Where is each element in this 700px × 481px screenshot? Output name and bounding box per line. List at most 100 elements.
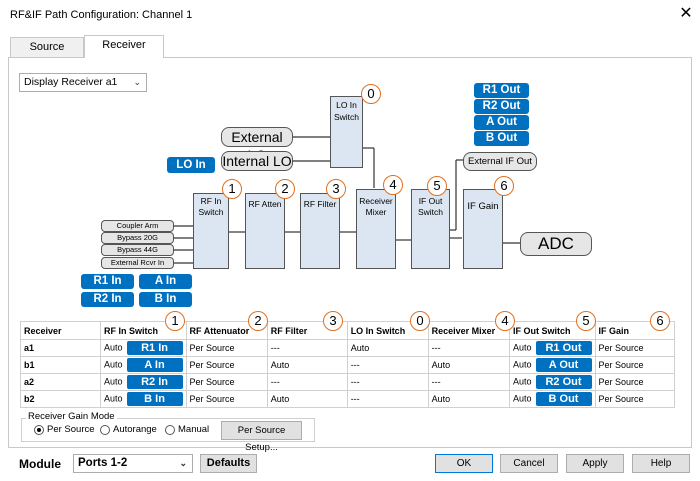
atten-cell[interactable]: Per Source: [185, 356, 268, 374]
col-number-lo-in: 0: [410, 311, 430, 331]
input-coupler-arm[interactable]: Coupler Arm: [101, 220, 174, 232]
atten-cell[interactable]: Per Source: [185, 390, 268, 408]
if-out-switch-label-1: IF Out: [418, 196, 443, 206]
gain-mode-group: [21, 418, 315, 442]
radio-manual[interactable]: [165, 425, 175, 435]
atten-cell[interactable]: Per Source: [185, 339, 268, 357]
module-select-value: Ports 1-2: [78, 457, 128, 469]
rf-atten-label: RF Atten: [248, 199, 282, 209]
col-number-rf-atten: 2: [248, 311, 268, 331]
radio-manual-label: Manual: [178, 424, 210, 435]
lo-in-switch-label-1: LO In: [336, 100, 357, 110]
filter-cell[interactable]: ---: [266, 373, 348, 391]
col-number-if-gain: 6: [650, 311, 670, 331]
rf-in-value: Auto: [104, 342, 123, 353]
lo-in-cell[interactable]: ---: [346, 373, 429, 391]
if-out-tag: R2 Out: [535, 375, 592, 389]
apply-button[interactable]: Apply: [566, 454, 624, 473]
rf-atten-block[interactable]: [245, 193, 285, 269]
rf-in-switch-number: 1: [222, 179, 242, 199]
if-gain-block[interactable]: [463, 189, 503, 269]
radio-autorange[interactable]: [100, 425, 110, 435]
rf-in-tag: R1 In: [126, 341, 183, 355]
tab-receiver[interactable]: Receiver: [84, 35, 164, 58]
filter-cell[interactable]: ---: [266, 339, 348, 357]
mixer-cell[interactable]: Auto: [427, 356, 510, 374]
if-out-tag: R1 Out: [535, 341, 592, 355]
module-select[interactable]: Ports 1-2 ⌄: [73, 454, 193, 473]
lo-in-cell[interactable]: ---: [346, 356, 429, 374]
input-tag-a: A In: [139, 274, 192, 289]
receiver-mixer-block[interactable]: [356, 189, 396, 269]
if-gain-cell[interactable]: Per Source: [594, 390, 675, 408]
if-out-switch-label-2: Switch: [417, 207, 444, 217]
rf-in-switch-label-1: RF In: [200, 196, 222, 206]
input-external-rcvr-in[interactable]: External Rcvr In: [101, 257, 174, 269]
defaults-button[interactable]: Defaults: [200, 454, 257, 473]
rf-in-value: Auto: [104, 393, 123, 404]
if-gain-cell[interactable]: Per Source: [594, 373, 675, 391]
per-source-setup-button[interactable]: Per Source Setup...: [221, 421, 302, 453]
col-header-receiver-mixer: Receiver Mixer: [427, 321, 510, 340]
if-gain-number: 6: [494, 176, 514, 196]
title-bar: [0, 0, 700, 30]
module-label: Module: [19, 457, 61, 471]
rf-in-switch-label-2: Switch: [198, 207, 224, 217]
lo-in-switch-number: 0: [361, 84, 381, 104]
radio-per-source[interactable]: [34, 425, 44, 435]
receiver-mixer-label-2: Mixer: [365, 207, 387, 217]
filter-cell[interactable]: Auto: [266, 356, 348, 374]
lo-in-cell[interactable]: ---: [346, 390, 429, 408]
radio-per-source-label: Per Source: [47, 424, 95, 435]
input-bypass-20g[interactable]: Bypass 20G: [101, 232, 174, 244]
if-out-switch-block[interactable]: [411, 189, 450, 269]
rf-filter-block[interactable]: [300, 193, 340, 269]
internal-lo-button[interactable]: Internal LO: [221, 151, 293, 171]
help-button[interactable]: Help: [632, 454, 690, 473]
lo-in-switch-label-2: Switch: [333, 112, 360, 122]
ok-button[interactable]: OK: [435, 454, 493, 473]
cancel-button[interactable]: Cancel: [500, 454, 558, 473]
external-lo-button[interactable]: External LO: [221, 127, 293, 163]
col-header-rf-attenuator: RF Attenuator: [185, 321, 268, 340]
mixer-cell[interactable]: Auto: [427, 390, 510, 408]
rf-in-tag: R2 In: [126, 375, 183, 389]
filter-cell[interactable]: Auto: [266, 390, 348, 408]
if-gain-cell[interactable]: Per Source: [594, 339, 675, 357]
receiver-mixer-label-1: Receiver: [359, 196, 393, 206]
rf-in-switch-block[interactable]: [193, 193, 229, 269]
external-if-out-button[interactable]: External IF Out: [463, 152, 537, 171]
lo-in-cell[interactable]: Auto: [346, 339, 429, 357]
input-tag-r1: R1 In: [81, 274, 134, 289]
input-tag-b: B In: [139, 292, 192, 307]
if-out-value: Auto: [512, 342, 532, 353]
chevron-down-icon: ⌄: [179, 458, 187, 468]
display-receiver-select[interactable]: Display Receiver a1 ⌄: [19, 73, 147, 92]
radio-autorange-label: Autorange: [113, 424, 157, 435]
tab-source[interactable]: Source: [10, 37, 84, 58]
col-number-rf-in: 1: [165, 311, 185, 331]
row-name: b2: [19, 390, 102, 408]
col-number-if-out: 5: [576, 311, 596, 331]
display-receiver-value: Display Receiver a1: [24, 76, 118, 88]
mixer-cell[interactable]: ---: [427, 373, 510, 391]
atten-cell[interactable]: Per Source: [185, 373, 268, 391]
lo-in-switch-block[interactable]: [330, 96, 363, 168]
mixer-cell[interactable]: ---: [427, 339, 510, 357]
close-icon[interactable]: ✕: [679, 5, 693, 22]
if-gain-cell[interactable]: Per Source: [594, 356, 675, 374]
input-bypass-44g[interactable]: Bypass 44G: [101, 244, 174, 256]
rf-in-tag: A In: [126, 358, 183, 372]
